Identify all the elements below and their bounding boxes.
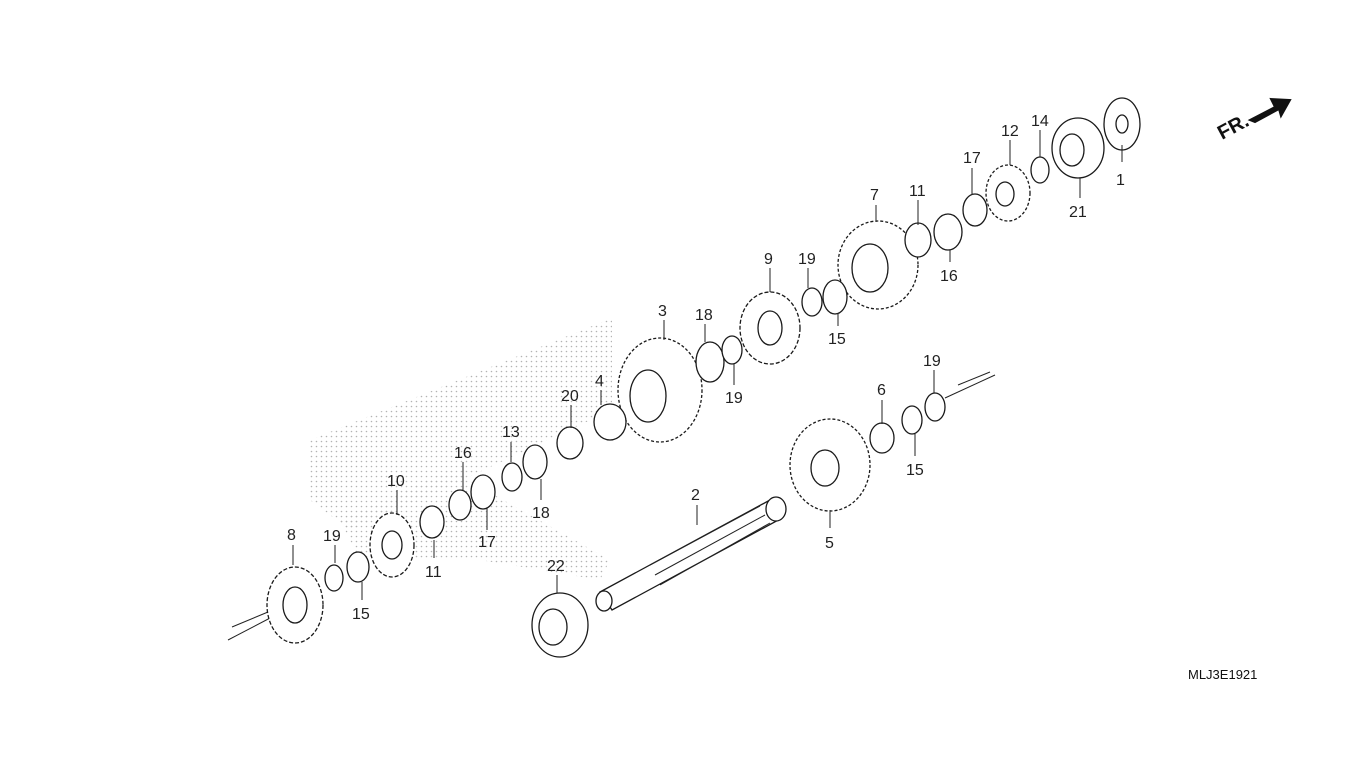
callout-part-20: 20	[561, 388, 579, 405]
callout-part-7: 7	[870, 187, 879, 204]
axis-lines	[227, 371, 996, 641]
callout-part-17-upper: 17	[963, 150, 981, 167]
callout-part-11-lower: 11	[425, 564, 442, 581]
callout-part-3: 3	[658, 303, 667, 320]
callout-part-15-upper: 15	[828, 331, 846, 348]
callout-part-18-lower: 18	[532, 505, 550, 522]
front-direction-indicator: FR.	[1214, 97, 1292, 145]
direction-label: FR.	[1214, 110, 1253, 145]
callout-part-6: 6	[877, 382, 886, 399]
callout-part-22: 22	[547, 558, 565, 575]
front-arrow-icon	[1247, 97, 1292, 124]
callout-part-2: 2	[691, 487, 700, 504]
gear-shapes	[266, 164, 1031, 644]
mainshaft	[595, 496, 787, 612]
callout-part-11-upper: 11	[909, 183, 926, 200]
callout-leaders	[292, 130, 1123, 600]
callout-part-1: 1	[1116, 172, 1125, 189]
part-number-callouts: 1 2 3 4 5 6 7 8 9 10 11 11 12 13 14 15 1…	[287, 113, 1125, 623]
callout-part-15-right: 15	[906, 462, 924, 479]
callout-part-16-lower: 16	[454, 445, 472, 462]
bearing-and-washer-shapes	[324, 97, 1141, 658]
callout-part-12: 12	[1001, 123, 1019, 140]
callout-part-10: 10	[387, 473, 405, 490]
callout-part-19-right: 19	[923, 353, 941, 370]
callout-part-14: 14	[1031, 113, 1049, 130]
callout-part-19-mid: 19	[725, 390, 743, 407]
callout-part-19-lower: 19	[323, 528, 341, 545]
callout-part-4: 4	[595, 373, 604, 390]
callout-part-18-upper: 18	[695, 307, 713, 324]
callout-part-9: 9	[764, 251, 773, 268]
callout-part-5: 5	[825, 535, 834, 552]
callout-part-15-lower: 15	[352, 606, 370, 623]
callout-part-21: 21	[1069, 204, 1087, 221]
callout-part-13: 13	[502, 424, 520, 441]
callout-part-17-lower: 17	[478, 534, 496, 551]
callout-part-16-upper: 16	[940, 268, 958, 285]
callout-part-8: 8	[287, 527, 296, 544]
diagram-code: MLJ3E1921	[1188, 667, 1257, 682]
callout-part-19-upper: 19	[798, 251, 816, 268]
